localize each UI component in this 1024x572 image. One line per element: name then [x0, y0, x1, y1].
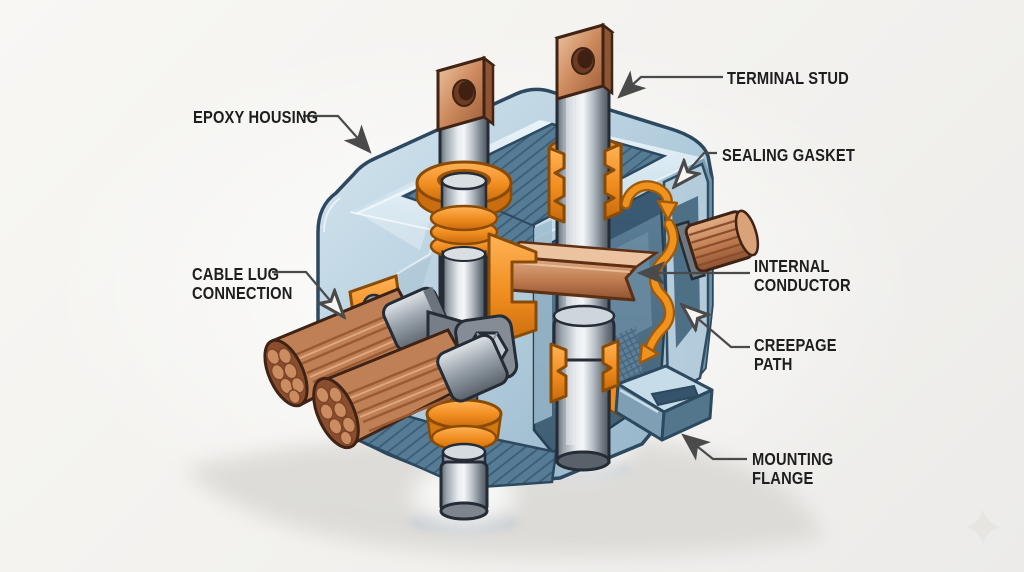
cable-lug-connection-graphic	[263, 273, 519, 450]
gasket-rings-lower	[425, 398, 503, 452]
leader-terminal-stud	[617, 70, 723, 99]
copper-lug-right	[554, 22, 615, 101]
label-mounting-flange: MOUNTING FLANGE	[752, 449, 834, 488]
copper-lug-left	[435, 55, 496, 132]
label-terminal-stud: TERMINAL STUD	[727, 68, 849, 88]
label-cable-lug-connection: CABLE LUG CONNECTION	[192, 264, 293, 303]
sparkle-icon	[966, 509, 1000, 545]
label-epoxy-housing: EPOXY HOUSING	[193, 107, 319, 127]
cable-2	[312, 328, 509, 450]
internal-conductor-graphic	[496, 240, 660, 302]
sealing-gasket-graphic	[547, 142, 623, 224]
mounting-flange-graphic	[609, 364, 714, 442]
cable-2-cut-end	[312, 376, 360, 450]
leader-mounting-flange	[681, 433, 747, 461]
label-sealing-gasket: SEALING GASKET	[722, 145, 856, 165]
cable-1	[263, 286, 451, 408]
label-internal-conductor: INTERNAL CONDUCTOR	[754, 256, 851, 295]
cable-1-cut-end	[263, 338, 309, 408]
conductor-spline-stub	[674, 209, 760, 281]
label-leader-lines	[272, 70, 750, 461]
leader-epoxy-housing	[303, 114, 372, 154]
leader-cable-lug	[272, 270, 344, 317]
leader-sealing-gasket	[674, 151, 717, 187]
creepage-path-arrow	[620, 180, 679, 365]
leader-creepage-path	[682, 305, 750, 349]
label-creepage-path: CREEPAGE PATH	[754, 335, 837, 374]
